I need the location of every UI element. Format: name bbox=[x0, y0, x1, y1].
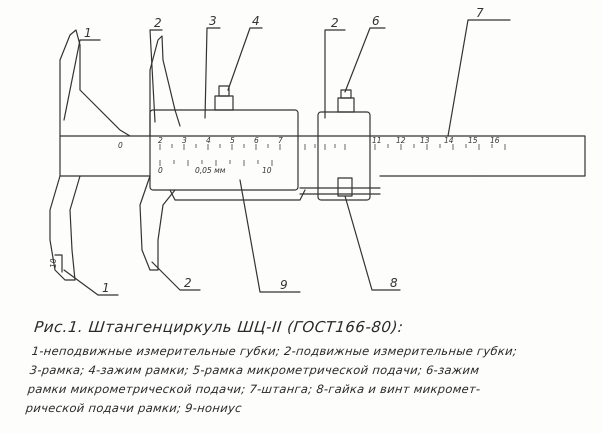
frame-foot bbox=[169, 189, 306, 201]
micro-clamp bbox=[337, 97, 355, 113]
caliper-diagram: 0 2 3 4 5 6 7 11 12 13 14 15 16 0 0,05 м… bbox=[49, 6, 586, 296]
callout-3: 3 bbox=[209, 14, 217, 28]
scale-number: 5 bbox=[230, 136, 235, 145]
micro-clamp-knob bbox=[340, 89, 352, 99]
scale-number: 4 bbox=[206, 136, 211, 145]
moving-jaw-lower bbox=[139, 175, 176, 271]
scale-number: 11 bbox=[372, 136, 382, 145]
scale-number: 12 bbox=[396, 136, 406, 145]
scale-number: 0 bbox=[118, 141, 123, 150]
callout-2: 2 bbox=[154, 16, 162, 30]
callout-2-lower: 2 bbox=[184, 276, 192, 290]
callout-4: 4 bbox=[252, 14, 260, 28]
callout-5: 2 bbox=[331, 16, 339, 30]
micro-frame bbox=[317, 111, 371, 201]
fixed-jaw-lower bbox=[49, 175, 81, 281]
callout-8: 8 bbox=[390, 276, 398, 290]
scale-number: 14 bbox=[444, 136, 454, 145]
legend-line: рической подачи рамки; 9-нониус bbox=[25, 401, 243, 415]
scale-number: 6 bbox=[254, 136, 259, 145]
callout-6: 6 bbox=[372, 14, 380, 28]
scale-number: 7 bbox=[278, 136, 283, 145]
scale-number: 15 bbox=[468, 136, 478, 145]
vernier-label: 0,05 мм bbox=[195, 166, 226, 175]
callout-7: 7 bbox=[476, 6, 484, 20]
callout-1-lower: 1 bbox=[102, 281, 110, 295]
scale-number: 3 bbox=[182, 136, 187, 145]
vernier-number: 10 bbox=[262, 166, 272, 175]
micro-feed-nut bbox=[337, 177, 353, 197]
frame-clamp bbox=[214, 95, 234, 111]
beam bbox=[59, 135, 586, 177]
frame-clamp-knob bbox=[218, 85, 230, 97]
main-frame bbox=[149, 109, 299, 191]
scale-number: 2 bbox=[158, 136, 163, 145]
scale-number: 13 bbox=[420, 136, 430, 145]
fixed-jaw-upper bbox=[59, 29, 131, 137]
caption-title: Рис.1. Штангенциркуль ШЦ-II (ГОСТ166-80)… bbox=[33, 318, 405, 336]
scale-number: 16 bbox=[490, 136, 500, 145]
callout-9: 9 bbox=[280, 278, 288, 292]
jaw-notch bbox=[54, 254, 63, 273]
legend-line: 3-рамка; 4-зажим рамки; 5-рамка микромет… bbox=[29, 363, 481, 377]
micro-feed-screw bbox=[299, 187, 381, 195]
figure-caption: Рис.1. Штангенциркуль ШЦ-II (ГОСТ166-80)… bbox=[25, 318, 596, 418]
callout-1: 1 bbox=[84, 26, 92, 40]
jaw-number: 10 bbox=[49, 258, 58, 268]
legend-line: рамки микрометрической подачи; 7-штанга;… bbox=[27, 382, 482, 396]
caption-legend: 1-неподвижные измерительные губки; 2-под… bbox=[25, 342, 593, 418]
vernier-number: 0 bbox=[158, 166, 163, 175]
legend-line: 1-неподвижные измерительные губки; 2-под… bbox=[31, 344, 518, 358]
